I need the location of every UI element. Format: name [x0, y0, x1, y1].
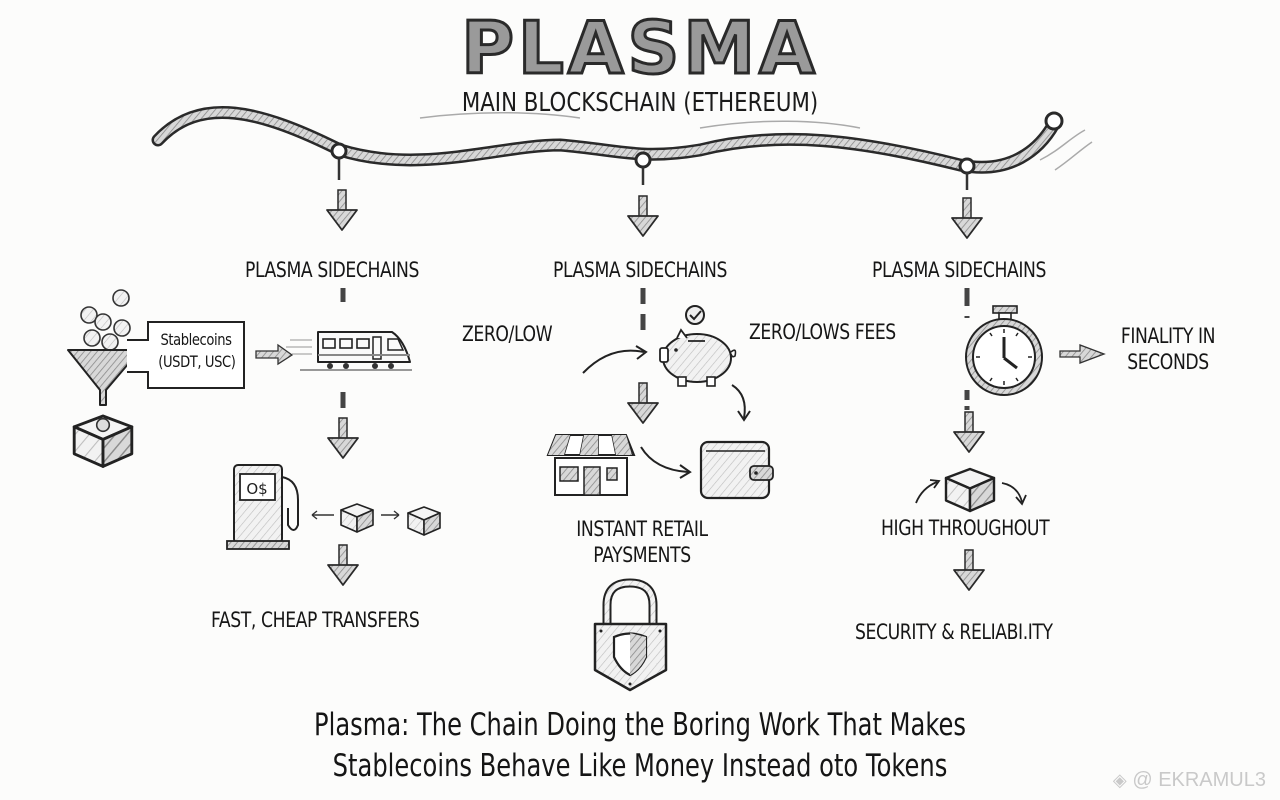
- stopwatch-icon: [965, 305, 1043, 396]
- page-title: PLASMA: [460, 5, 819, 92]
- stablecoins-label: Stablecoins: [160, 330, 232, 349]
- piggy-bank-icon: [659, 328, 737, 387]
- block-icon: [944, 467, 996, 513]
- box-icon: [72, 414, 134, 468]
- block-transfer-icon: [311, 503, 441, 536]
- store-icon: [546, 434, 636, 496]
- branch-2-heading: PLASMA SIDECHAINS: [553, 258, 728, 282]
- zero-low-fees-label: ZERO/LOWS FEES: [749, 320, 896, 344]
- branch-connector-2: [627, 167, 659, 237]
- watermark-text: @ EKRAMUL3: [1132, 769, 1266, 791]
- chain-end-node: [1044, 111, 1064, 131]
- branch-3-heading: PLASMA SIDECHAINS: [872, 258, 1047, 282]
- curved-arrow-icon: [582, 349, 645, 374]
- caption-line-1: Plasma: The Chain Doing the Boring Work …: [314, 707, 966, 743]
- main-chain-label: MAIN BLOCKSCHAIN (ETHEREUM): [461, 88, 819, 118]
- security-reliability-label: SECURITY & RELIABI.ITY: [855, 620, 1053, 644]
- check-icon: [685, 305, 705, 325]
- padlock-shield-icon: [593, 578, 668, 692]
- stablecoins-callout: [127, 321, 245, 389]
- finality-label: FINALITY IN: [1120, 324, 1216, 348]
- chain-node: [958, 157, 976, 175]
- chain-node: [634, 151, 652, 169]
- instant-retail-label: INSTANT RETAIL: [576, 517, 708, 541]
- gas-pump-display: O$: [246, 480, 267, 498]
- zero-low-label: ZERO/LOW: [462, 322, 553, 346]
- main-chain-line: [151, 106, 1093, 174]
- instant-retail-label-2: PAYSMENTS: [593, 543, 691, 567]
- train-icon: [286, 331, 412, 371]
- finality-label-2: SECONDS: [1127, 350, 1209, 374]
- coins-icon: [80, 289, 131, 351]
- stablecoins-types: (USDT, USC): [158, 352, 236, 371]
- watermark: ◈ @ EKRAMUL3: [1113, 769, 1266, 792]
- wallet-icon: [699, 440, 774, 500]
- chain-node: [330, 142, 348, 160]
- branch-1-heading: PLASMA SIDECHAINS: [245, 258, 420, 282]
- gas-pump-icon: [226, 464, 299, 550]
- binance-logo-icon: ◈: [1112, 770, 1127, 790]
- right-arrow-icon: [255, 343, 294, 366]
- right-arrow-icon: [1059, 344, 1106, 364]
- fast-cheap-transfers-label: FAST, CHEAP TRANSFERS: [211, 608, 420, 632]
- branch-connector-1: [326, 158, 358, 231]
- caption-line-2: Stablecoins Behave Like Money Instead ot…: [332, 748, 948, 784]
- high-throughput-label: HIGH THROUGHOUT: [881, 516, 1050, 540]
- branch-connector-3: [951, 173, 983, 239]
